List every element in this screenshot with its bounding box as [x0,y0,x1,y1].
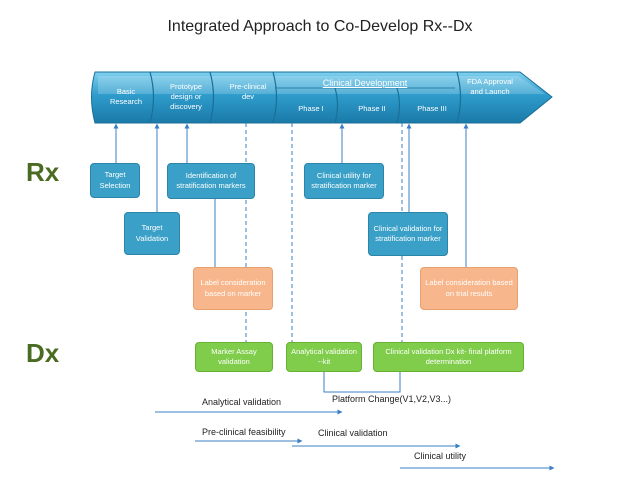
stage-basic-research: Basic Research [109,87,143,107]
analytical-validation-label: Analytical validation [202,397,282,407]
timeline-arrows [155,409,555,471]
platform-change-label: Platform Change(V1,V2,V3...) [332,394,452,404]
clinical-utility-label: Clinical utility [414,451,467,461]
identification-box: Identification of stratification markers [167,163,255,199]
label-consideration-trial-box: Label consideration based on trial resul… [420,267,518,310]
dx-side-label: Dx [26,338,60,368]
target-validation-box: Target Validation [124,212,180,255]
connectors [113,123,469,393]
target-selection-box: Target Selection [90,163,140,198]
stage-preclinical: Pre-clinical dev [229,82,267,102]
marker-assay-box: Marker Assay validation [195,342,273,372]
stage-clinical-development: Clinical Development [322,78,408,88]
clinical-utility-box: Clinical utility for stratification mark… [304,163,384,199]
analytical-kit-box: Analytical validation --kit [286,342,362,372]
pipeline-segment-dividers [149,71,462,124]
stage-fda: FDA Approval and Launch [467,77,513,97]
stage-phase3: Phase III [417,104,447,113]
rx-side-label: Rx [26,157,60,187]
clinical-validation-label: Clinical validation [318,428,388,438]
pipeline-bar [91,71,553,124]
pipeline-bar-highlight [98,76,545,94]
stage-phase1: Phase I [298,104,324,113]
label-consideration-marker-box: Label consideration based on marker [193,267,273,310]
preclinical-feasibility-label: Pre-clinical feasibility [202,427,286,437]
stage-prototype: Prototype design or discovery [169,82,203,112]
clinical-kit-box: Clinical validation Dx kit- final platfo… [373,342,524,372]
stage-phase2: Phase II [358,104,386,113]
clinical-validation-box: Clinical validation for stratification m… [368,212,448,256]
diagram-title: Integrated Approach to Co-Develop Rx--Dx [167,18,473,35]
